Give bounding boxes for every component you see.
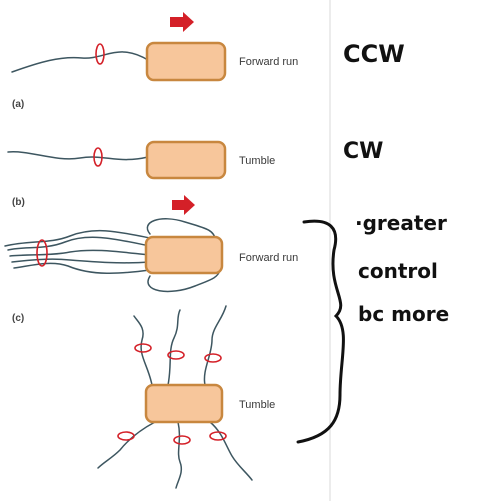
flagellum <box>7 151 149 161</box>
panel-c-tumble: Tumble <box>97 305 275 489</box>
row-label-tumble: Tumble <box>239 399 275 411</box>
rotation-arrow-icon <box>204 353 222 363</box>
rotation-arrow-icon <box>95 43 105 65</box>
rotation-arrow-icon <box>209 431 227 441</box>
flagellum <box>203 305 227 386</box>
flagellum <box>11 258 151 264</box>
row-label-tumble: Tumble <box>239 155 275 167</box>
handwritten-notes: CCW CW ·greater control bc more <box>296 40 449 444</box>
rotation-arrow-icon <box>36 239 48 267</box>
panel-letter: (b) <box>12 197 25 208</box>
panel-letter: (a) <box>12 99 24 110</box>
direction-arrow-icon <box>172 195 195 215</box>
note-control: control <box>358 259 438 283</box>
rotation-arrow-icon <box>173 435 191 445</box>
flagellum <box>4 229 151 247</box>
flagellum <box>167 309 181 386</box>
row-label-forward-run: Forward run <box>239 252 298 264</box>
bracket-icon <box>296 219 345 444</box>
cell-body <box>145 41 227 82</box>
rotation-arrow-icon <box>134 343 152 353</box>
flagellum <box>13 262 151 274</box>
panel-b-run: Forward run (c) <box>4 195 298 324</box>
rotation-arrow-icon <box>117 431 135 441</box>
cell-body <box>144 235 224 275</box>
flagellum <box>133 315 153 386</box>
direction-arrow-icon <box>170 12 194 32</box>
rotation-arrow-icon <box>93 147 103 167</box>
flagellum <box>7 236 151 251</box>
note-bc-more: bc more <box>358 302 449 326</box>
panel-a-tumble: Tumble (b) <box>7 140 275 208</box>
flagellum <box>9 249 151 257</box>
panel-letter: (c) <box>12 313 24 324</box>
rotation-arrow-icon <box>167 350 185 360</box>
flagellum <box>146 218 216 241</box>
row-label-forward-run: Forward run <box>239 56 298 68</box>
flagellum <box>147 269 221 293</box>
flagellum <box>11 51 149 73</box>
panel-a-run: Forward run (a) <box>11 12 298 110</box>
note-ccw: CCW <box>343 40 405 68</box>
cell-body <box>145 140 227 180</box>
note-greater: ·greater <box>355 211 447 235</box>
cell-body <box>144 383 224 424</box>
note-cw: CW <box>343 139 383 164</box>
flagellum <box>97 421 156 469</box>
flagellum <box>209 421 253 481</box>
flagellum <box>175 421 183 489</box>
